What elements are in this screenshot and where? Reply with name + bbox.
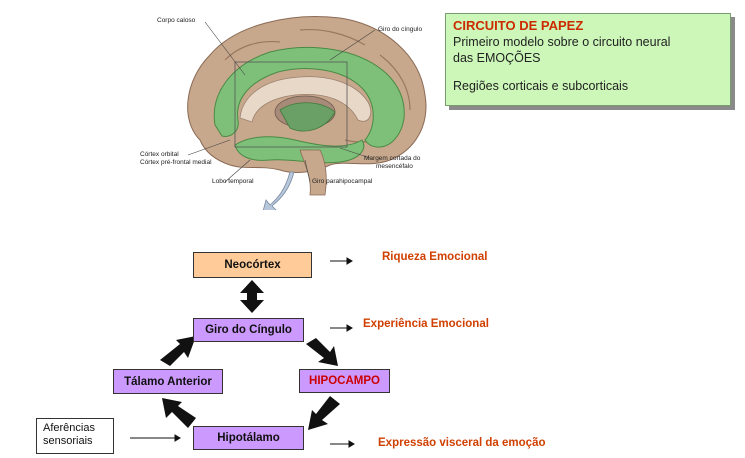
info-line-1: Primeiro modelo sobre o circuito neural [453,35,671,49]
label-giro-cingulo: Giro do cíngulo [378,26,423,33]
info-line-3: Regiões corticais e subcorticais [453,79,629,93]
info-line-2: das EMOÇÕES [453,51,541,65]
label-lobo-temporal: Lobo temporal [212,178,254,185]
output-riqueza: Riqueza Emocional [382,251,488,263]
info-box: CIRCUITO DE PAPEZ Primeiro modelo sobre … [445,13,731,106]
label-corpo-caloso: Corpo caloso [157,17,196,24]
aferencias-box: Aferências sensoriais [36,418,114,454]
info-title: CIRCUITO DE PAPEZ [453,18,584,33]
label-margem-2: mesencéfalo [376,163,413,170]
label-margem-1: Margem cortada do [364,155,421,162]
brain-to-circuit-arrow [262,171,295,210]
node-neocortex: Neocórtex [193,252,312,278]
label-cortex-prefrontal: Córtex pré-frontal medial [140,159,212,166]
aferencias-line-2: sensoriais [43,435,93,447]
node-giro-cingulo: Giro do Cíngulo [193,318,304,342]
brain-illustration [187,16,427,210]
node-hipocampo: HIPOCAMPO [299,369,390,393]
arrow-hipocampo-to-hipotalamo [308,396,340,430]
output-experiencia: Experiência Emocional [363,318,489,330]
aferencias-line-1: Aferências [43,422,95,434]
node-hipotalamo: Hipotálamo [193,426,304,450]
arrow-talamo-to-giro [160,336,196,366]
label-cortex-orbital: Córtex orbital [140,151,179,158]
node-talamo-anterior: Tálamo Anterior [113,369,223,394]
corpus-callosum [239,76,372,123]
double-arrow [240,280,264,313]
output-expressao: Expressão visceral da emoção [378,437,546,449]
parahippocampal-gyrus [234,136,365,164]
label-giro-parahipocampal: Giro parahipocampal [312,178,373,185]
arrow-giro-to-hipocampo [306,338,338,366]
cingulate-gyrus [213,47,405,148]
arrow-hipotalamo-to-talamo [162,398,196,428]
